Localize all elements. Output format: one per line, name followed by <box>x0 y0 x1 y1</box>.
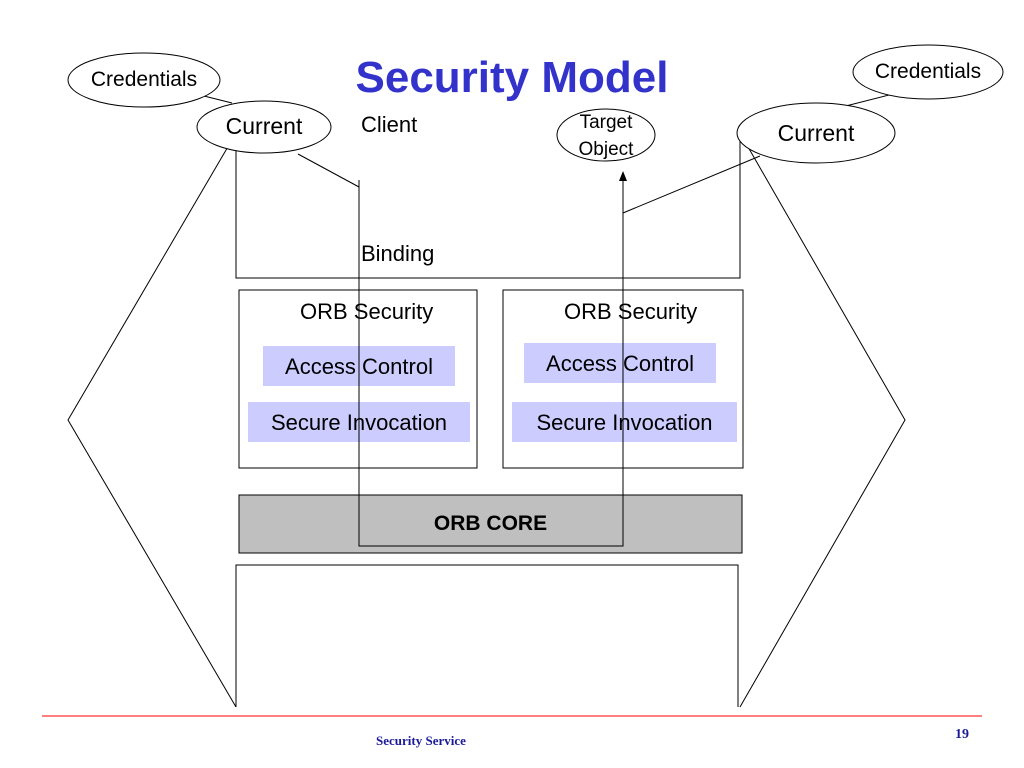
slide-title: Security Model <box>355 53 669 102</box>
binding-label: Binding <box>361 241 435 266</box>
credentials-label-left: Credentials <box>90 68 198 91</box>
orb-security-label-left: ORB Security <box>300 299 434 324</box>
connector-current-left-to-client <box>297 153 360 188</box>
access-control-box-right <box>524 343 716 383</box>
secure-invocation-label-left: Secure Invocation <box>270 410 448 435</box>
binding-container <box>235 133 741 279</box>
credentials-ellipse-right <box>852 44 1004 100</box>
client-label: Client <box>361 112 418 137</box>
target-object-label-line2: Object <box>578 139 634 160</box>
page-number: 19 <box>955 727 969 742</box>
target-object-ellipse <box>556 108 656 162</box>
invocation-path <box>358 180 624 547</box>
orb-core-label: ORB CORE <box>433 512 548 535</box>
access-control-label-right: Access Control <box>546 351 694 376</box>
outer-frame-left <box>67 132 237 708</box>
secure-invocation-box-right <box>512 402 737 442</box>
current-ellipse-right <box>736 102 896 164</box>
credentials-ellipse-left <box>67 52 221 108</box>
orb-core-box <box>238 494 743 554</box>
credentials-label-right: Credentials <box>874 60 982 83</box>
access-control-label-left: Access Control <box>285 354 433 379</box>
current-label-left: Current <box>225 113 303 139</box>
connector-current-right-to-target <box>622 155 761 214</box>
current-label-right: Current <box>777 120 855 146</box>
target-object-label-line1: Target <box>579 112 633 133</box>
footer-title: Security Service <box>376 733 466 748</box>
outer-frame-right <box>739 132 906 708</box>
orb-security-label-right: ORB Security <box>564 299 698 324</box>
current-ellipse-left <box>196 100 332 154</box>
lower-container <box>235 564 739 707</box>
secure-invocation-label-right: Secure Invocation <box>536 410 713 435</box>
arrowhead-icon <box>619 171 627 181</box>
